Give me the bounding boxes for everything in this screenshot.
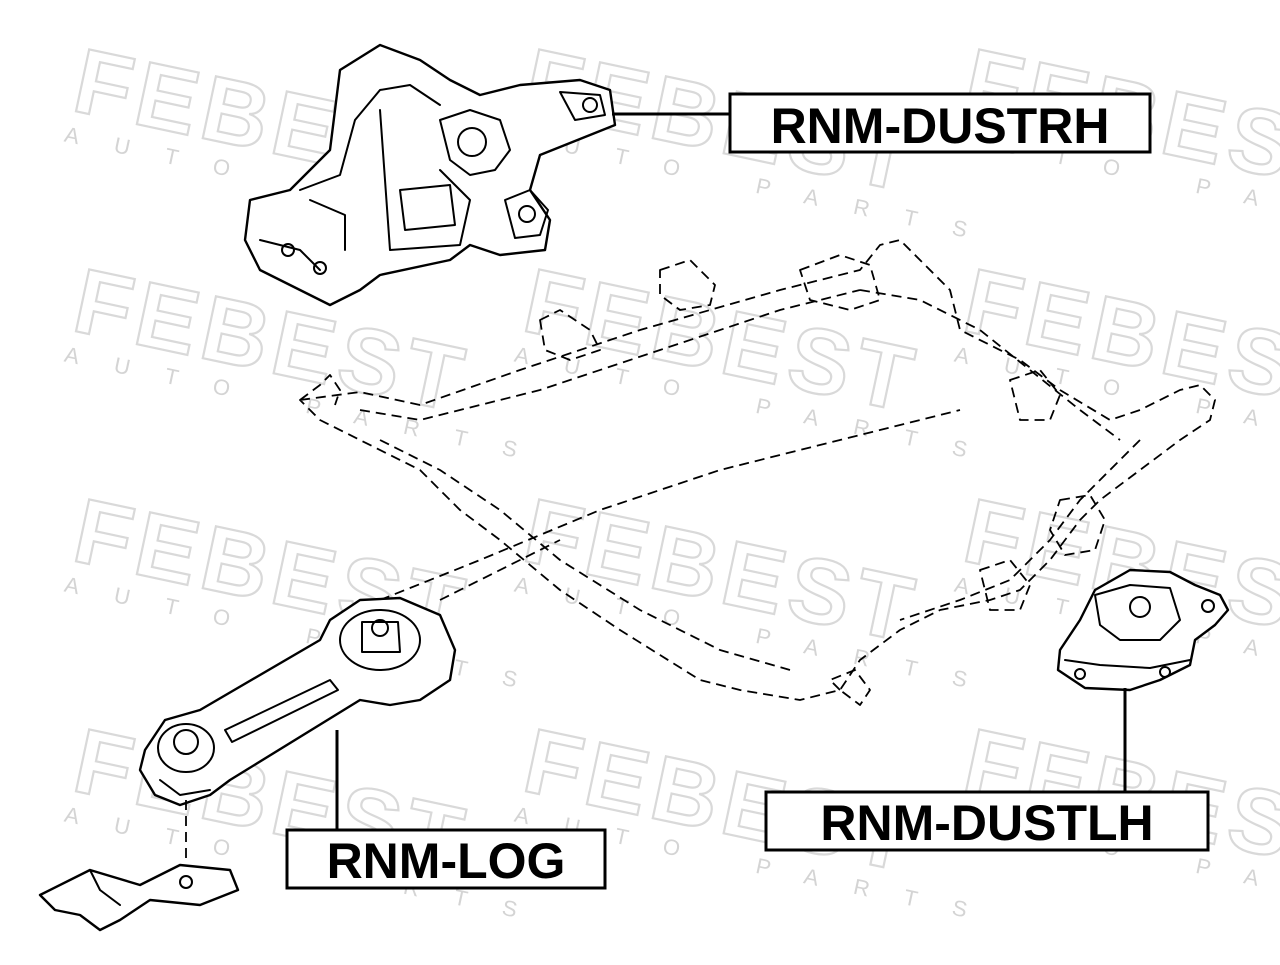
label-rnm-dustlh-text: RNM-DUSTLH bbox=[820, 795, 1153, 851]
label-rnm-log: RNM-LOG bbox=[285, 828, 607, 890]
label-rnm-log-text: RNM-LOG bbox=[327, 833, 566, 889]
watermark-tile: FEBEST AUTO PARTS bbox=[952, 249, 1280, 470]
bracket-drawing bbox=[38, 863, 240, 932]
engine-mount-right-drawing bbox=[243, 43, 617, 307]
label-rnm-dustlh: RNM-DUSTLH bbox=[764, 790, 1210, 852]
torque-rod-drawing bbox=[138, 539, 561, 860]
label-rnm-dustrh: RNM-DUSTRH bbox=[728, 92, 1152, 154]
label-rnm-dustrh-text: RNM-DUSTRH bbox=[771, 98, 1110, 154]
engine-mount-left-drawing bbox=[1056, 568, 1230, 692]
subframe-drawing bbox=[299, 239, 1216, 706]
watermark-tile: FEBEST AUTO PARTS bbox=[512, 249, 1004, 470]
watermark-tile: FEBEST AUTO PARTS bbox=[512, 479, 1004, 700]
